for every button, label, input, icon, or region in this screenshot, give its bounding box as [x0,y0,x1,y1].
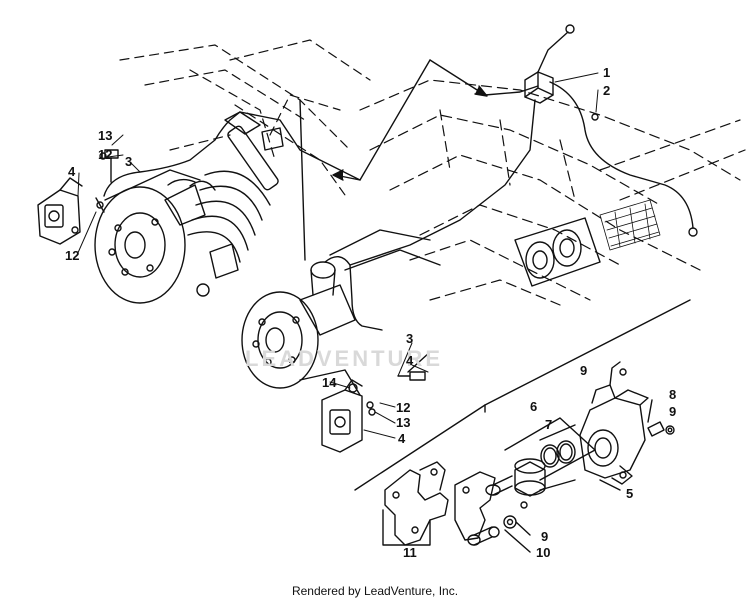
view-arrow-lower [334,59,431,181]
callout-4-right: 4 [398,431,406,446]
callout-10: 10 [536,545,551,560]
right-brake-line [324,256,383,331]
callout-13-right: 13 [396,415,411,430]
callout-4-group: 4 [406,353,414,368]
top-pin-leader-9 [609,361,621,386]
left-brake-line [103,111,241,197]
brake-hose-rear [549,81,694,229]
callout-7: 7 [545,417,553,432]
main-brake-line-upper [239,111,361,181]
front-grille [599,199,661,251]
callout-14: 14 [322,375,337,390]
headlight-assembly [514,217,601,287]
vehicle-body-outline [359,79,746,306]
caliper-bleeder [647,421,675,437]
pad-carrier [454,471,513,546]
piston-group-bracket [504,417,596,481]
callout-leaders [76,72,599,439]
right-caliper-bolts [366,351,431,416]
callout-3-upper: 3 [125,154,133,169]
callout-9-top: 9 [580,363,588,378]
pin-leader-10 [504,529,531,553]
bleeder-leader-8 [647,399,653,423]
callout-8: 8 [669,387,677,402]
caliper-mounting-bracket [384,461,449,546]
brake-junction-block [524,71,554,104]
brake-hose-front [484,85,539,96]
callout-9-bottom: 9 [541,529,549,544]
callout-2: 2 [603,83,611,98]
watermark: LEADVENTURE [245,346,444,371]
right-caliper [321,379,363,453]
callout-3-lower: 3 [406,331,414,346]
caliper-leader-5 [539,479,621,491]
brake-hose-to-reservoir [537,31,569,73]
pin-leader-9 [515,521,531,536]
callout-4-upper: 4 [68,164,76,179]
left-caliper-bolts [95,149,119,213]
callout-12-upper: 12 [98,147,113,162]
piston-seals [540,440,576,468]
footer-credit: Rendered by LeadVenture, Inc. [291,584,459,598]
seals-leader-7 [539,424,576,441]
left-wheel-hub [94,169,216,304]
left-shock-absorber [187,99,306,297]
hose-fitting-bottom [688,227,698,237]
upper-frame-outline [119,39,371,196]
callout-6: 6 [530,399,538,414]
bracket-leader-11 [382,509,431,546]
callout-9-right: 9 [669,404,677,419]
callout-13-upper: 13 [98,128,113,143]
callout-5: 5 [626,486,634,501]
callout-12-left: 12 [65,248,80,263]
right-wheel-hub [241,229,441,396]
hose-fitting-top [565,24,575,34]
callout-1: 1 [603,65,611,80]
view-arrow-upper [429,59,486,96]
caliper-body [579,384,649,485]
callout-11: 11 [403,545,417,560]
view-arrow-head-lower [332,169,344,181]
callout-12-right: 12 [396,400,411,415]
main-brake-line-right [349,99,536,266]
junction-screw [591,113,599,121]
bracket-pin-washer [503,501,528,529]
view-arrow-head-upper [474,85,488,97]
left-caliper [37,177,83,245]
top-pin [619,368,627,376]
